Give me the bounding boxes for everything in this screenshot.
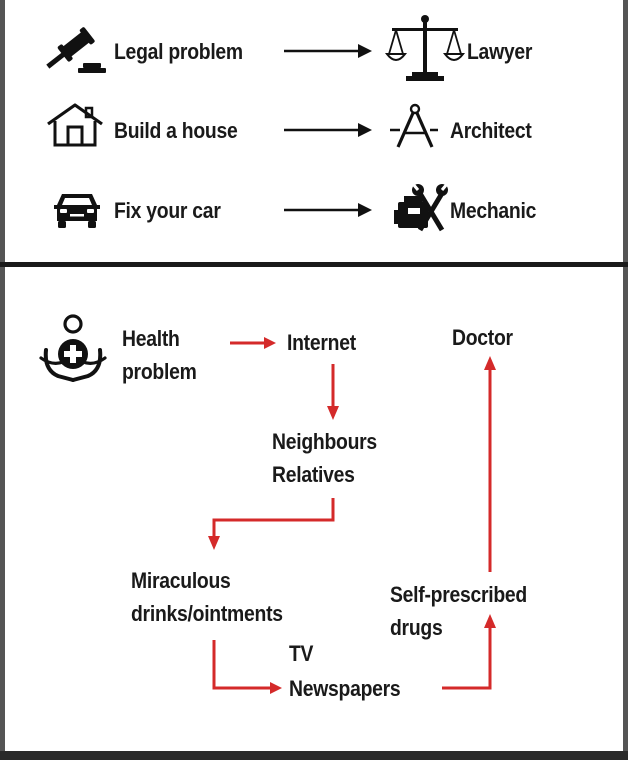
arrowhead [327, 406, 339, 420]
row-professional-lawyer: Lawyer [467, 39, 533, 64]
node-self-prescribed-drugs: Self-prescribed drugs [390, 578, 527, 644]
node-newspapers: Newspapers [289, 676, 401, 701]
health-person-icon [39, 314, 107, 382]
arrowhead [208, 536, 220, 550]
arrowhead [484, 356, 496, 370]
arrow-right [284, 203, 372, 217]
arrow-miraculous-to-newspapers [212, 640, 272, 690]
arrow-right [284, 123, 372, 137]
arrow-right [284, 44, 372, 58]
arrowhead [270, 682, 282, 694]
arrowhead [484, 614, 496, 628]
node-miraculous-line1: Miraculous [131, 568, 231, 593]
house-icon [47, 103, 103, 147]
frame-left-border [0, 0, 5, 760]
node-miraculous-line2: drinks/ointments [131, 601, 283, 626]
tools-icon [394, 183, 449, 232]
node-health-line2: problem [122, 359, 197, 384]
node-health-line1: Health [122, 326, 180, 351]
node-self-prescribed-line2: drugs [390, 615, 443, 640]
drafting-compass-icon [390, 103, 438, 148]
node-internet: Internet [287, 330, 356, 355]
frame-right-border [623, 0, 628, 760]
row-problem-legal: Legal problem [114, 39, 243, 64]
row-problem-car: Fix your car [114, 198, 221, 223]
scales-of-justice-icon [384, 15, 466, 81]
node-doctor: Doctor [452, 325, 513, 350]
node-self-prescribed-line1: Self-prescribed [390, 582, 527, 607]
arrow-newspapers-to-drugs [442, 626, 492, 690]
section-divider [0, 262, 628, 267]
row-professional-architect: Architect [450, 118, 532, 143]
car-icon [54, 194, 100, 228]
node-neighbours: Neighbours [272, 429, 377, 454]
arrow-relatives-to-miraculous [212, 498, 335, 538]
node-miraculous-drinks: Miraculous drinks/ointments [131, 564, 283, 630]
node-neighbours-relatives: Neighbours Relatives [272, 425, 377, 491]
node-relatives: Relatives [272, 462, 355, 487]
arrowhead [264, 337, 276, 349]
row-problem-house: Build a house [114, 118, 238, 143]
frame-bottom-border [0, 751, 628, 760]
gavel-icon [46, 27, 106, 73]
row-professional-mechanic: Mechanic [450, 198, 537, 223]
node-health-problem: Health problem [122, 322, 197, 388]
node-tv: TV [289, 641, 314, 666]
